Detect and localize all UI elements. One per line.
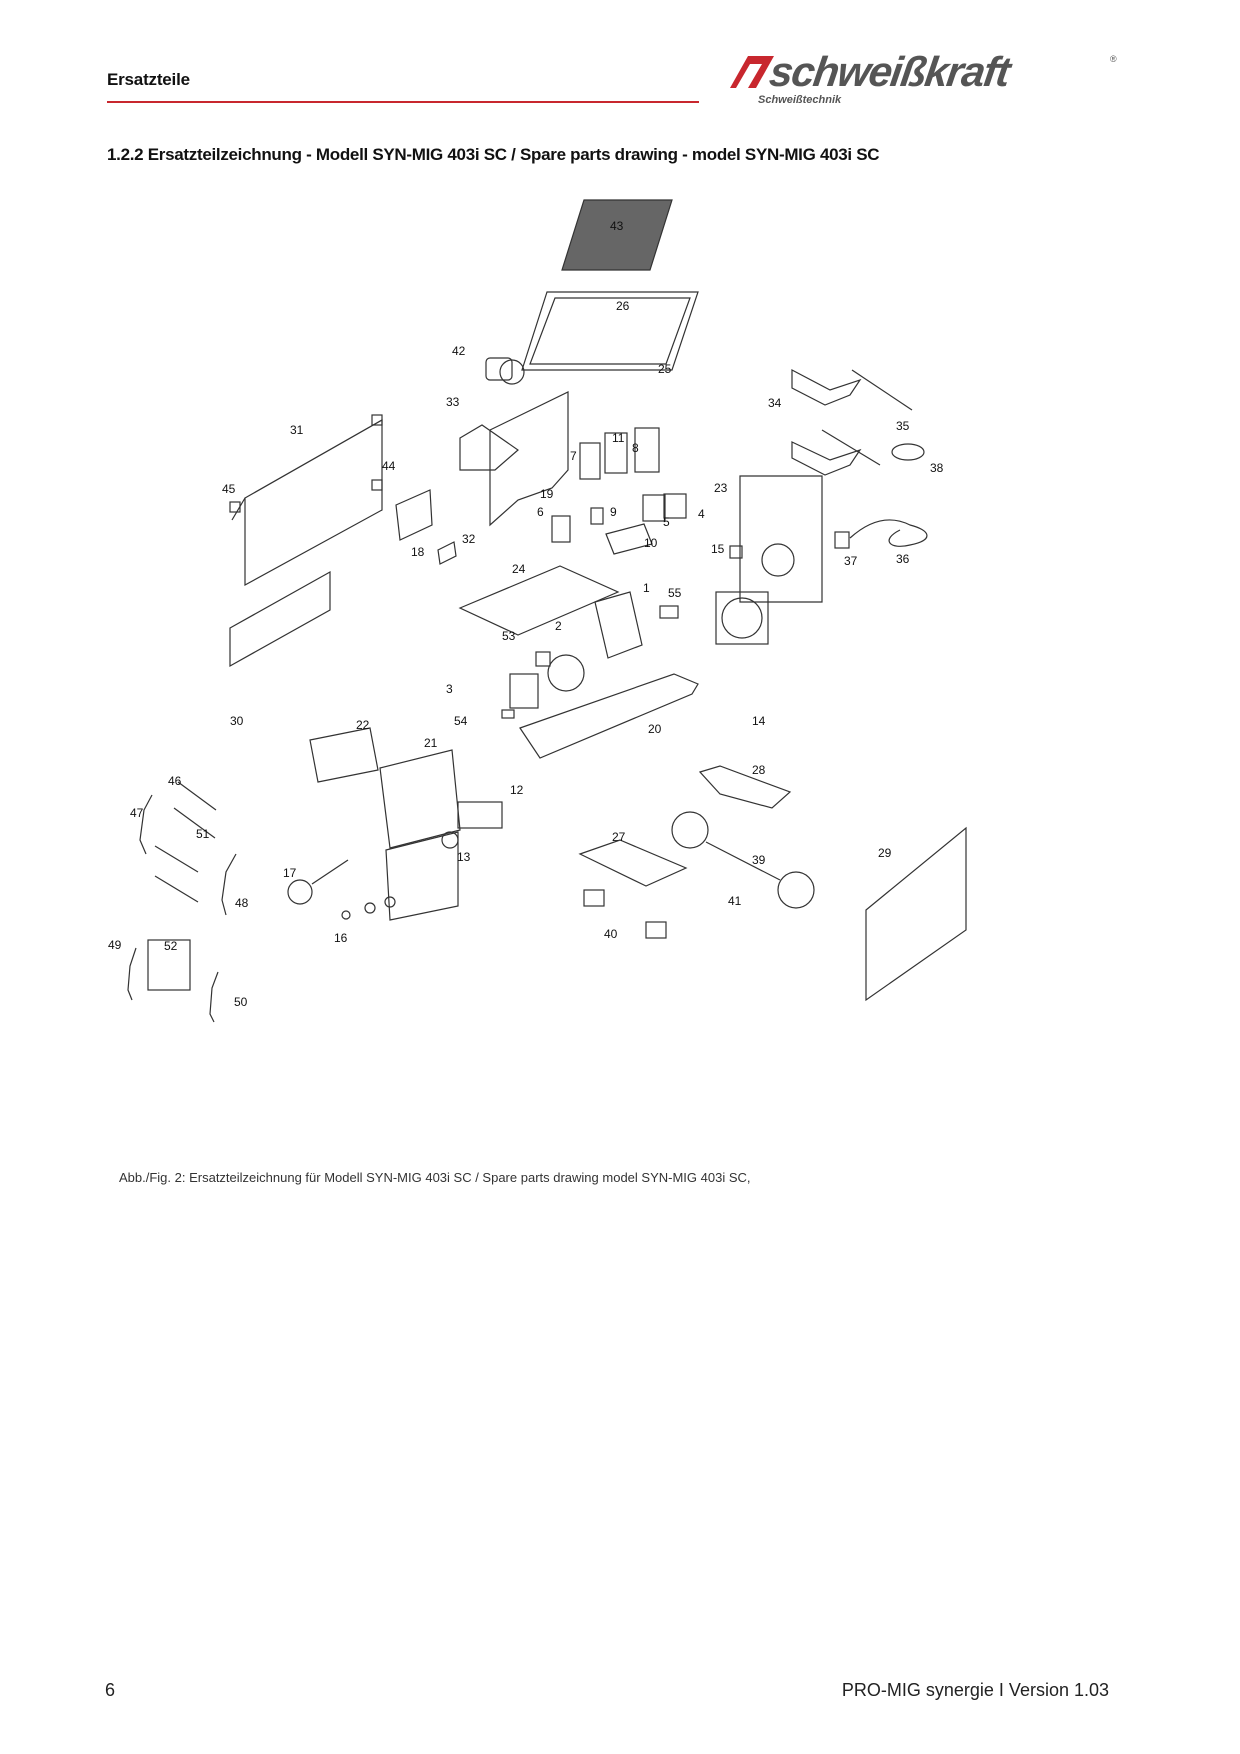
part-label: 1 <box>643 581 650 595</box>
part-label: 50 <box>234 995 248 1009</box>
part-label: 27 <box>612 830 626 844</box>
part-label: 23 <box>714 481 728 495</box>
part-label: 43 <box>610 219 624 233</box>
part-label: 29 <box>878 846 892 860</box>
part-label: 30 <box>230 714 244 728</box>
part-label: 28 <box>752 763 766 777</box>
part-label: 45 <box>222 482 236 496</box>
part-label: 55 <box>668 586 682 600</box>
part-label: 47 <box>130 806 144 820</box>
part-label: 20 <box>648 722 662 736</box>
part-label: 24 <box>512 562 526 576</box>
part-label: 49 <box>108 938 122 952</box>
logo-subtitle: Schweißtechnik <box>758 94 842 106</box>
part-label: 8 <box>632 441 639 455</box>
part-label: 7 <box>570 449 577 463</box>
part-label: 53 <box>502 629 516 643</box>
logo-wordmark: schweißkraft <box>766 48 1013 95</box>
part-label: 26 <box>616 299 630 313</box>
part-label: 31 <box>290 423 304 437</box>
part-label: 2 <box>555 619 562 633</box>
part-label: 35 <box>896 419 910 433</box>
part-label: 46 <box>168 774 182 788</box>
logo-registered-mark: ® <box>1110 54 1117 64</box>
part-label: 39 <box>752 853 766 867</box>
part-label: 36 <box>896 552 910 566</box>
part-label: 17 <box>283 866 297 880</box>
part-label: 12 <box>510 783 524 797</box>
part-label: 4 <box>698 507 705 521</box>
part-label: 52 <box>164 939 178 953</box>
part-label: 19 <box>540 487 554 501</box>
part-label: 13 <box>457 850 471 864</box>
part-label: 51 <box>196 827 210 841</box>
part-label: 3 <box>446 682 453 696</box>
part-label: 34 <box>768 396 782 410</box>
part-label: 14 <box>752 714 766 728</box>
part-label: 44 <box>382 459 396 473</box>
figure-caption: Abb./Fig. 2: Ersatzteilzeichnung für Mod… <box>119 1170 751 1185</box>
logo-mark-icon <box>730 56 774 88</box>
part-label: 42 <box>452 344 466 358</box>
part-label: 10 <box>644 536 658 550</box>
part-label: 38 <box>930 461 944 475</box>
header-title: Ersatzteile <box>107 70 190 89</box>
part-label: 48 <box>235 896 249 910</box>
part-label: 11 <box>612 431 625 445</box>
part-label: 15 <box>711 542 725 556</box>
brand-logo: schweißkraft ® Schweißtechnik <box>722 46 1117 114</box>
section-heading: 1.2.2 Ersatzteilzeichnung - Modell SYN-M… <box>107 145 880 164</box>
part-label: 21 <box>424 736 438 750</box>
part-label: 41 <box>728 894 742 908</box>
footer-version: PRO-MIG synergie I Version 1.03 <box>841 1680 1109 1700</box>
spare-parts-drawing: 43 26 42 25 33 34 35 31 44 11 8 38 7 45 … <box>108 199 967 1023</box>
part-label: 33 <box>446 395 460 409</box>
part-label: 5 <box>663 515 670 529</box>
part-label: 16 <box>334 931 348 945</box>
part-labels: 43 26 42 25 33 34 35 31 44 11 8 38 7 45 … <box>108 219 944 1009</box>
part-label: 40 <box>604 927 618 941</box>
part-label: 9 <box>610 505 617 519</box>
part-label: 37 <box>844 554 858 568</box>
part-label: 25 <box>658 362 672 376</box>
page-number: 6 <box>105 1680 116 1700</box>
part-label: 6 <box>537 505 544 519</box>
part-label: 32 <box>462 532 476 546</box>
part-label: 54 <box>454 714 468 728</box>
part-label: 22 <box>356 718 370 732</box>
header-rule <box>107 101 699 103</box>
part-label: 18 <box>411 545 425 559</box>
